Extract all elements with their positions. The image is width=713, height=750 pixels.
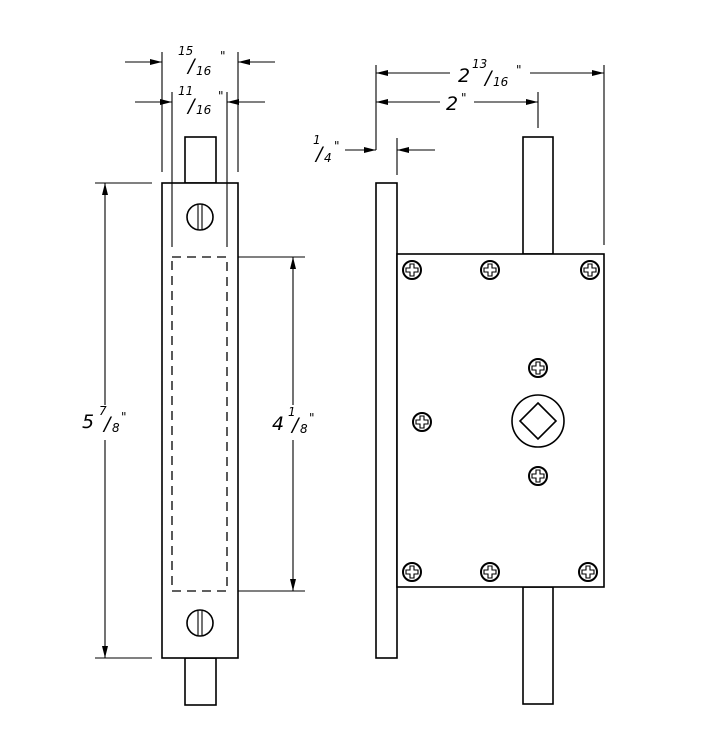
dimension-front-width: 15 / 16 " <box>125 44 275 172</box>
bottom-bolt-rod <box>522 586 554 705</box>
dim-whole: 5 <box>82 411 94 433</box>
dim-unit: " <box>121 410 127 424</box>
dim-denominator: 8 <box>300 422 308 436</box>
dim-numerator: 1 <box>288 405 296 419</box>
phillips-screw-icon <box>528 358 548 378</box>
dim-unit: " <box>218 89 224 103</box>
dim-slash: / <box>186 95 197 117</box>
cylinder <box>511 394 565 448</box>
dimension-front-inner-width: 11 / 16 " <box>135 84 265 183</box>
phillips-screw-icon <box>528 466 548 486</box>
dimension-front-inner-height: 4 1 / 8 " <box>238 256 315 592</box>
dim-numerator: 13 <box>472 57 487 71</box>
phillips-screw-icon <box>480 562 500 582</box>
side-view <box>375 136 605 705</box>
dim-numerator: 1 <box>313 133 321 147</box>
dimension-plate-thickness: 1 / 4 " <box>313 133 435 175</box>
cylinder-ring <box>511 394 565 448</box>
phillips-screw-icon <box>480 260 500 280</box>
slotted-screw-icon <box>186 203 214 231</box>
dim-unit: " <box>309 411 315 425</box>
face-plate <box>375 182 398 659</box>
dim-denominator: 16 <box>196 64 212 78</box>
dim-denominator: 4 <box>324 151 332 165</box>
dim-slash: / <box>290 414 301 436</box>
dim-slash: / <box>102 413 113 435</box>
dim-slash: / <box>483 67 494 89</box>
dimension-front-height: 5 7 / 8 " <box>82 182 152 659</box>
dim-numerator: 15 <box>178 44 193 58</box>
phillips-screw-icon <box>412 412 432 432</box>
front-body <box>161 182 239 659</box>
dim-slash: / <box>186 55 197 77</box>
dim-unit: " <box>334 139 340 153</box>
phillips-screw-icon <box>402 260 422 280</box>
dim-unit: " <box>220 49 226 63</box>
dimension-side-total-depth: 2 13 / 16 " <box>375 57 605 245</box>
dim-whole: 4 <box>272 413 284 435</box>
dim-slash: / <box>314 143 325 165</box>
dim-numerator: 11 <box>178 84 193 98</box>
bottom-bolt-rod <box>184 657 217 706</box>
dim-numerator: 7 <box>99 404 107 418</box>
dim-denominator: 16 <box>493 75 509 89</box>
dim-denominator: 16 <box>196 103 212 117</box>
phillips-screw-icon <box>578 562 598 582</box>
phillips-screw-icon <box>580 260 600 280</box>
dim-unit: " <box>516 63 522 77</box>
top-bolt-rod <box>184 136 217 184</box>
dimension-side-rod-offset: 2 " <box>376 91 539 128</box>
front-view <box>161 136 239 706</box>
top-bolt-rod <box>522 136 554 255</box>
dim-denominator: 8 <box>112 421 120 435</box>
slotted-screw-icon <box>186 609 214 637</box>
dim-whole: 2 <box>458 65 470 87</box>
square-spindle-icon <box>518 401 558 441</box>
dim-whole: 2 <box>446 93 458 115</box>
dim-unit: " <box>461 91 467 105</box>
phillips-screw-icon <box>402 562 422 582</box>
